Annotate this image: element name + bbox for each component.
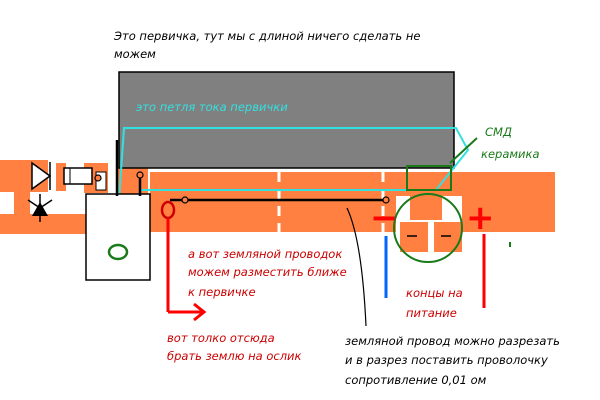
take-ground-note: вот толко отсюда брать землю на ослик <box>167 331 302 363</box>
plus-sign: + <box>466 198 495 238</box>
primary-winding-block <box>118 71 455 169</box>
ground-via-left <box>181 196 189 204</box>
mounting-hole <box>107 243 129 261</box>
capacitor-ring <box>393 193 463 263</box>
ground-via-right <box>382 196 390 204</box>
ground-cut-line-1: земляной провод можно разрезать <box>345 334 560 348</box>
ground-closer-note: а вот земляной проводок можем разместить… <box>188 247 350 299</box>
current-loop-label: это петля тока первички <box>136 100 288 114</box>
ground-closer-line-1: а вот земляной проводок <box>188 247 342 261</box>
ground-cut-note: земляной провод можно разрезать и в разр… <box>345 334 564 387</box>
transistor-module <box>85 193 151 281</box>
copper-bottom-left <box>0 214 86 234</box>
ground-closer-line-2: можем разместить ближе <box>188 265 347 279</box>
primary-note: Это первичка, тут мы с длиной ничего сде… <box>113 29 424 61</box>
smd-leader <box>449 137 478 164</box>
capacitor-pad-left <box>400 222 428 252</box>
ground-cut-line-2: и в разрез поставить проволочку <box>345 353 548 367</box>
take-ground-line-2: брать землю на ослик <box>167 349 302 363</box>
smd-label-line-2: керамика <box>481 147 540 161</box>
smd-label-line-1: СМД <box>485 125 512 139</box>
primary-note-line-2: можем <box>114 47 156 61</box>
copper-left-tab <box>14 192 30 214</box>
red-arrow-head <box>193 302 207 322</box>
take-ground-line-1: вот толко отсюда <box>167 331 275 345</box>
power-ends-note: концы на питание <box>406 286 466 320</box>
zener-symbol <box>32 202 48 216</box>
capacitor-pad-top <box>410 196 442 220</box>
primary-note-line-1: Это первичка, тут мы с длиной ничего сде… <box>113 29 420 43</box>
ground-cut-line-3: сопротивление 0,01 ом <box>345 373 487 387</box>
diode-symbol <box>31 161 52 191</box>
minus-sign: − <box>370 198 399 238</box>
ground-cut-pointer <box>346 207 367 327</box>
resistor-body <box>63 167 93 185</box>
transistor-tab <box>95 171 107 191</box>
zener-leg-right <box>39 199 53 209</box>
power-ends-line-2: питание <box>406 306 457 320</box>
zener-leg-left <box>27 199 41 209</box>
smd-label: СМД керамика <box>481 125 540 161</box>
resistor-via <box>94 174 102 182</box>
base-via <box>136 171 144 179</box>
power-ends-line-1: концы на <box>406 286 463 300</box>
ground-closer-line-3: к первичке <box>188 285 256 299</box>
smd-capacitor <box>406 165 452 191</box>
capacitor-pad-right <box>434 222 462 252</box>
copper-small-pad <box>56 163 66 191</box>
